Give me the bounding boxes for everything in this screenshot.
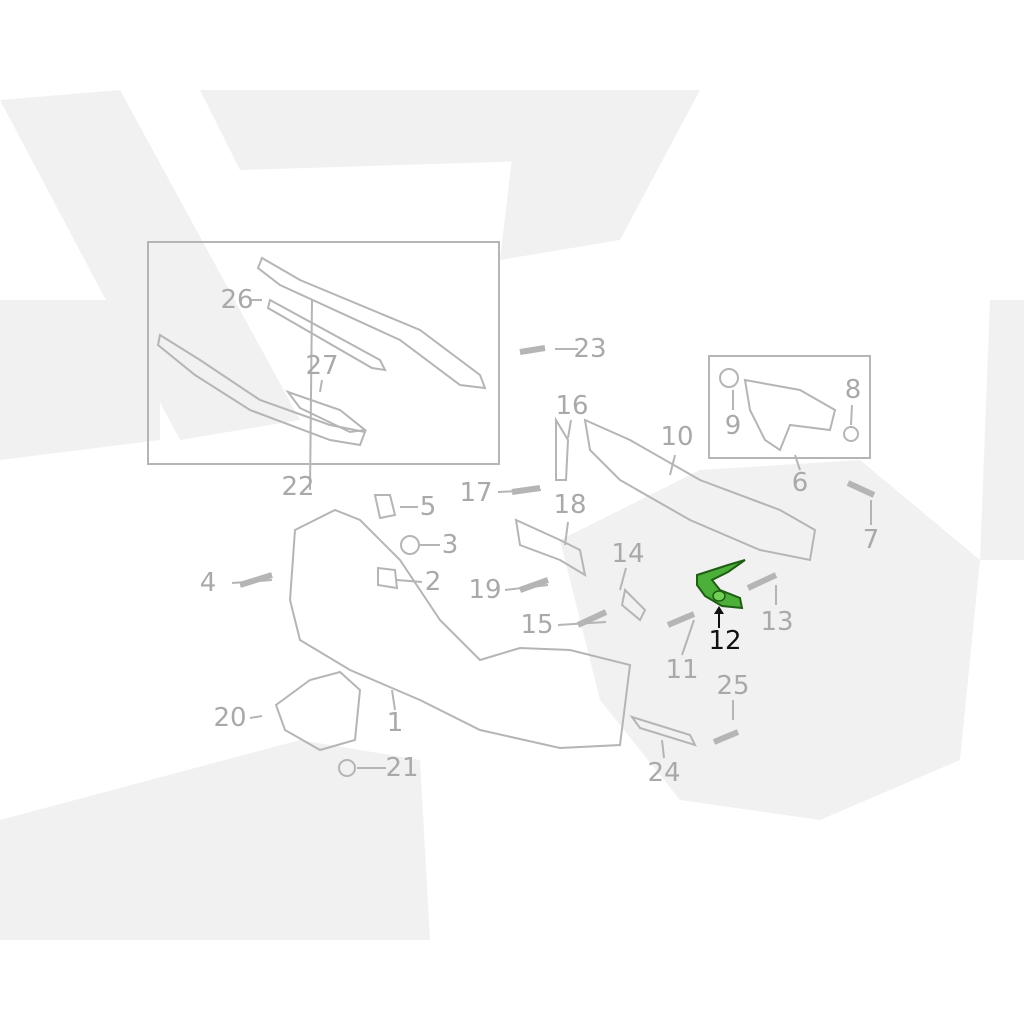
part-label-25: 25 [716,671,750,701]
part-2 [377,566,399,590]
part-label-21: 21 [385,753,419,783]
part-label-16: 16 [555,391,589,421]
part-6-bracket [743,378,837,452]
part-label-2: 2 [424,567,442,597]
part-label-24: 24 [647,758,681,788]
part-label-7: 7 [862,525,880,555]
group-box-22 [147,241,500,465]
part-14 [620,587,647,622]
part-label-8: 8 [844,375,862,405]
part-label-3: 3 [441,530,459,560]
part-27-lower [156,333,367,447]
part-label-17: 17 [459,478,493,508]
part-label-19: 19 [468,575,502,605]
part-label-18: 18 [553,490,587,520]
part-11-bolt [666,611,696,628]
part-label-26: 26 [220,285,254,315]
part-3 [400,535,420,555]
part-label-12[interactable]: 12 [708,626,742,656]
part-label-6: 6 [791,468,809,498]
part-4-bolt [239,572,273,588]
part-1-bumper [288,508,632,750]
part-12-highlighted[interactable] [696,559,746,628]
part-26-strip [266,298,387,372]
part-20 [274,670,362,752]
part-24 [629,715,697,747]
part-25-bolt [712,729,740,745]
part-27 [285,389,368,434]
group-box-6 [708,355,871,459]
part-label-13: 13 [760,607,794,637]
part-13-bolt [746,572,778,591]
part-23-bolt [519,345,546,355]
part-outlines [147,241,876,777]
part-label-23: 23 [573,334,607,364]
part-26 [256,256,487,390]
part-9 [719,368,739,388]
part-16 [555,416,570,481]
part-10-absorber [583,418,817,562]
part-5 [373,494,397,520]
part-7-bolt [846,480,876,498]
part-label-4: 4 [199,568,217,598]
part-label-27: 27 [305,351,339,381]
part-label-20: 20 [213,703,247,733]
part-label-14: 14 [611,539,645,569]
part-label-11: 11 [665,655,699,685]
watermark [0,90,1024,940]
part-18 [514,518,587,578]
part-label-5: 5 [419,492,437,522]
part-21 [338,759,356,777]
part-label-10: 10 [660,422,694,452]
part-label-22: 22 [281,472,315,502]
part-label-9: 9 [724,411,742,441]
leader-lines [231,299,872,769]
part-label-15: 15 [520,610,554,640]
part-8 [843,426,859,442]
part-label-1: 1 [386,708,404,738]
